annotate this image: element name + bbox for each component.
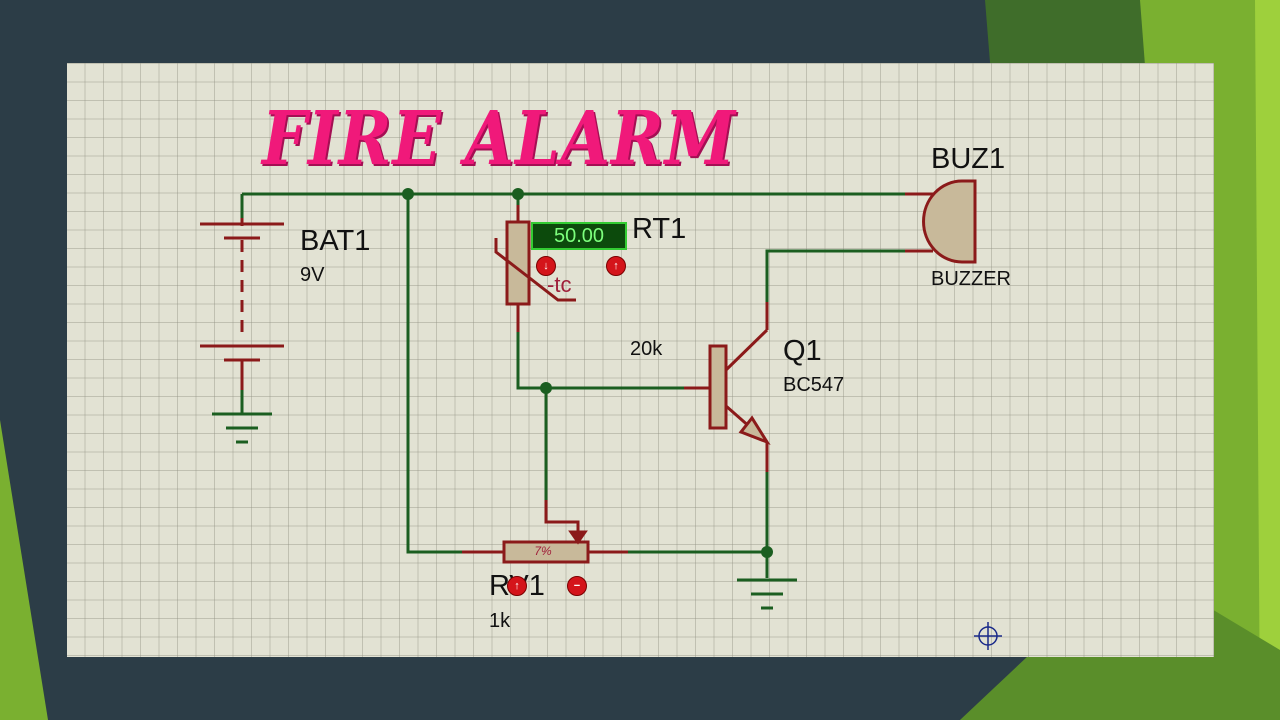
battery-symbol <box>200 218 284 390</box>
transistor-ref-label: Q1 <box>783 335 822 367</box>
battery-value-label: 9V <box>300 264 325 286</box>
potentiometer-decrease-icon[interactable]: ↑ <box>507 576 527 596</box>
buzzer-symbol <box>905 179 977 264</box>
crosshair-icon <box>974 622 1002 650</box>
diagram-title: FIRE ALARM <box>262 96 736 182</box>
emitter-ground-symbol <box>737 578 797 610</box>
battery-ground-symbol <box>212 412 272 444</box>
potentiometer-minus-icon[interactable]: − <box>567 576 587 596</box>
wire-collector <box>765 249 905 302</box>
buzzer-ref-label: BUZ1 <box>931 143 1006 175</box>
wire-thermistor-base <box>516 332 684 390</box>
buzzer-type-label: BUZZER <box>931 268 1011 290</box>
potentiometer-value-label: 1k <box>489 610 511 632</box>
thermistor-ref-label: RT1 <box>632 213 687 245</box>
transistor-symbol <box>684 302 771 472</box>
thermistor-type-label: -tc <box>547 272 572 297</box>
junction-dots <box>402 188 773 558</box>
thermistor-increase-icon[interactable]: ↑ <box>606 256 626 276</box>
potentiometer-setting-label: 7% <box>534 544 552 558</box>
battery-ref-label: BAT1 <box>300 225 371 257</box>
thermistor-value-label: 20k <box>630 338 663 360</box>
thermistor-temperature-display[interactable]: 50.00 <box>531 222 627 250</box>
transistor-model-label: BC547 <box>783 374 845 396</box>
wire-left-rail <box>406 194 462 554</box>
thermistor-decrease-icon[interactable]: ↓ <box>536 256 556 276</box>
potentiometer-symbol <box>462 500 628 564</box>
thermistor-symbol <box>494 205 576 332</box>
